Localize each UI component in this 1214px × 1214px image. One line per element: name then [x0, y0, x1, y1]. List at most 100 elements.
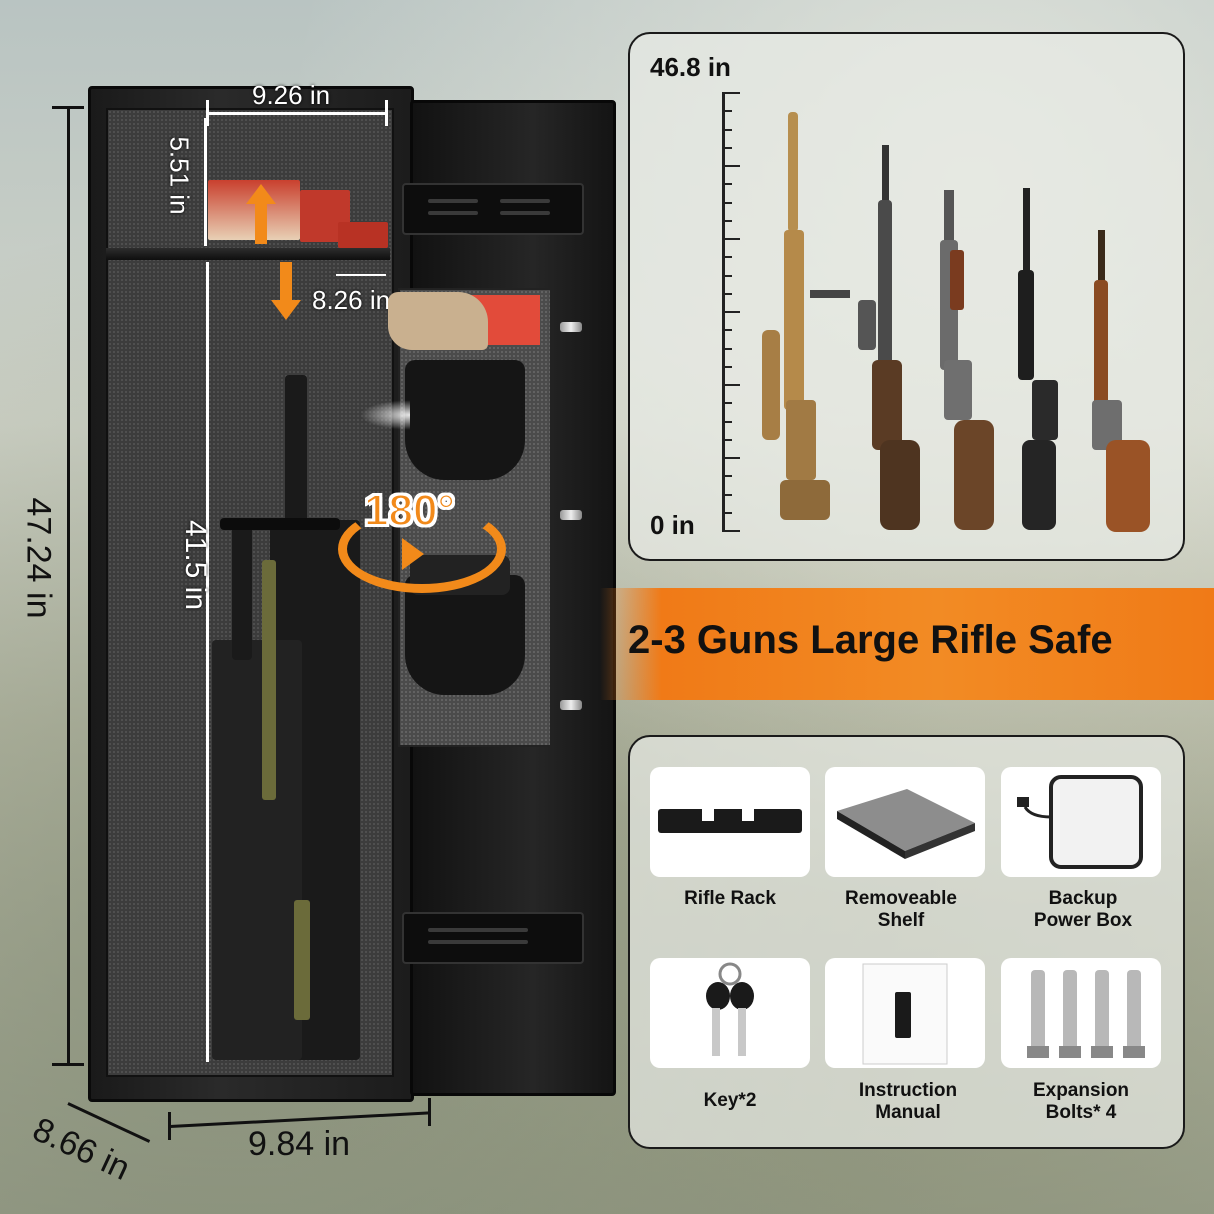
rifle-1-icon [762, 112, 850, 520]
rifle-3-icon [940, 190, 994, 530]
interior-height-line [206, 262, 209, 1062]
bracket-slot [428, 928, 528, 932]
ruler-tick [724, 165, 740, 167]
ruler-tick [724, 457, 740, 459]
ammo-box [338, 222, 388, 248]
rifle-rack [220, 518, 340, 530]
ruler-tick [724, 329, 732, 332]
bracket-slot [500, 199, 550, 203]
removable-shelf [106, 248, 390, 260]
shelf-height-line [204, 118, 207, 246]
outer-height-tick-bottom [52, 1063, 84, 1066]
ruler-tick [724, 274, 732, 277]
outer-height-tick-top [52, 106, 84, 109]
ruler-tick [724, 511, 732, 514]
key-icon [706, 962, 754, 1056]
ruler-tick [724, 128, 732, 131]
ruler-tick [724, 292, 732, 295]
ruler-tick [724, 438, 732, 441]
shelf-depth-label: 8.26 in [312, 285, 391, 315]
ruler-tick [724, 146, 732, 149]
inner-width-label: 9.26 in [252, 80, 331, 110]
accessory-label-manual: Instruction Manual [858, 1080, 958, 1123]
bracket-slot [428, 199, 478, 203]
rifle-rack-icon [658, 809, 802, 833]
ruler-tick [724, 311, 740, 313]
outer-width-label: 9.84 in [248, 1125, 351, 1163]
ruler-tick [724, 238, 740, 240]
rotation-arrow-head-icon [402, 538, 424, 570]
ruler-tick [724, 219, 732, 222]
ruler-tick [724, 110, 732, 113]
rifle-illustration [285, 375, 307, 525]
door-rifle-bracket [402, 912, 584, 964]
door-pin [560, 510, 582, 520]
rotation-label: 180° [363, 485, 456, 536]
ruler-tick [724, 402, 732, 405]
pistol-holster [405, 360, 525, 480]
inner-width-tick-right [385, 100, 388, 126]
outer-width-tick-left [168, 1112, 171, 1140]
rifle-5-icon [1092, 230, 1150, 532]
accessory-label-bolts: Expansion Bolts* 4 [1032, 1080, 1130, 1123]
ruler-line [722, 92, 725, 532]
ruler-tick [724, 420, 732, 423]
ruler-bottom-label: 0 in [650, 510, 695, 540]
accessory-label-keys: Key*2 [703, 1090, 757, 1111]
rifle-illustration [232, 520, 252, 660]
manual-icon [862, 963, 948, 1065]
rotation-arrow-icon [338, 505, 506, 593]
arrow-down-icon-head [271, 300, 301, 320]
outer-height-line [67, 107, 70, 1065]
ruler-tick [724, 92, 740, 94]
rifle-silhouettes [762, 112, 1150, 532]
rifle-4-icon [1018, 188, 1058, 530]
inner-width-line [208, 112, 386, 115]
accessory-card-shelf [825, 767, 985, 877]
accessory-card-keys [650, 958, 810, 1068]
outer-width-tick-right [428, 1098, 431, 1126]
rifle-sling [262, 560, 276, 800]
shelf-icon [837, 789, 975, 859]
ruler-tick [724, 530, 740, 532]
interior-light-icon [360, 400, 410, 430]
bracket-slot [428, 211, 478, 215]
ruler-tick [724, 365, 732, 368]
ruler-tick [724, 183, 732, 186]
arrow-down-icon [280, 262, 292, 302]
door-pin [560, 322, 582, 332]
accessory-label-power-box: Backup Power Box [1033, 888, 1133, 931]
ruler-tick [724, 201, 732, 204]
rifle-sling [294, 900, 310, 1020]
rifle-length-panel [628, 32, 1185, 561]
door-rifle-bracket [402, 183, 584, 235]
accessory-card-power-box [1001, 767, 1161, 877]
ruler-tick [724, 475, 732, 478]
arrow-up-icon [255, 198, 267, 244]
shelf-height-label: 5.51 in [164, 136, 195, 215]
inner-width-tick-left [206, 100, 209, 126]
accessory-label-rifle-rack: Rifle Rack [684, 888, 776, 909]
power-box-icon [1017, 775, 1143, 869]
ruler-top-label: 46.8 in [650, 52, 731, 82]
ruler-tick [724, 493, 732, 496]
pistol-holster [405, 575, 525, 695]
accessory-card-bolts [1001, 958, 1161, 1068]
ruler-tick [724, 384, 740, 386]
accessory-card-manual [825, 958, 985, 1068]
ruler-tick [724, 347, 732, 350]
outer-height-label: 47.24 in [19, 497, 58, 619]
accessory-card-rifle-rack [650, 767, 810, 877]
pistol-illustration [388, 292, 488, 350]
shelf-depth-line [336, 274, 386, 276]
interior-height-label: 41.5 in [179, 519, 213, 611]
accessory-label-shelf: Removeable Shelf [845, 888, 957, 931]
expansion-bolt-icon [1027, 970, 1145, 1058]
banner-title: 2-3 Guns Large Rifle Safe [628, 618, 1113, 662]
rifle-illustration [212, 640, 302, 1060]
arrow-up-icon-head [246, 184, 276, 204]
door-pin [560, 700, 582, 710]
bracket-slot [500, 211, 550, 215]
bracket-slot [428, 940, 528, 944]
rifle-2-icon [858, 145, 920, 530]
